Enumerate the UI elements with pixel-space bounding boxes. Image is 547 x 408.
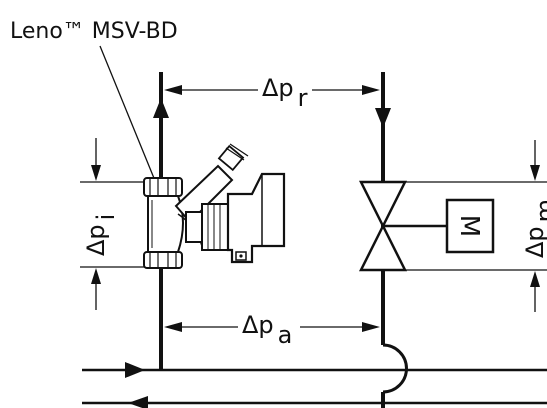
dp-r-arrow-left-icon [164,85,182,95]
dp-i-arrow-down-icon [91,165,101,181]
flow-right-arrow-icon [125,362,145,378]
dp-m-arrow-up-icon [530,271,540,287]
motor-label: M [454,215,484,237]
flow-left-arrow-icon [128,396,148,408]
dp-i-label: Δpi [82,214,120,256]
motorized-control-valve: M [358,180,495,272]
product-label: Leno™ MSV-BD [10,19,178,44]
dp-i-arrow-up-icon [91,268,101,284]
valve-body-top-icon [358,180,408,229]
valve-handwheel [226,172,286,264]
dp-r-arrow-right-icon [362,85,380,95]
valve-bottom-nut [143,251,183,269]
valve-handwheel-collar [201,203,229,251]
pipe-crossover-bridge [382,343,408,394]
test-nipple-icon [217,144,245,172]
motor-actuator-icon [445,198,495,254]
dp-a-arrow-right-icon [362,322,380,332]
flow-down-arrow-icon [375,108,391,128]
dp-m-label: Δpm [521,199,547,258]
valve-body-bottom-icon [358,223,408,272]
balancing-valve-icon [143,143,286,269]
dp-a-arrow-left-icon [164,322,182,332]
label-leader-line [99,45,159,189]
flow-up-arrow-icon [153,98,169,118]
dp-m-arrow-down-icon [530,165,540,181]
valve-connector [185,211,203,243]
